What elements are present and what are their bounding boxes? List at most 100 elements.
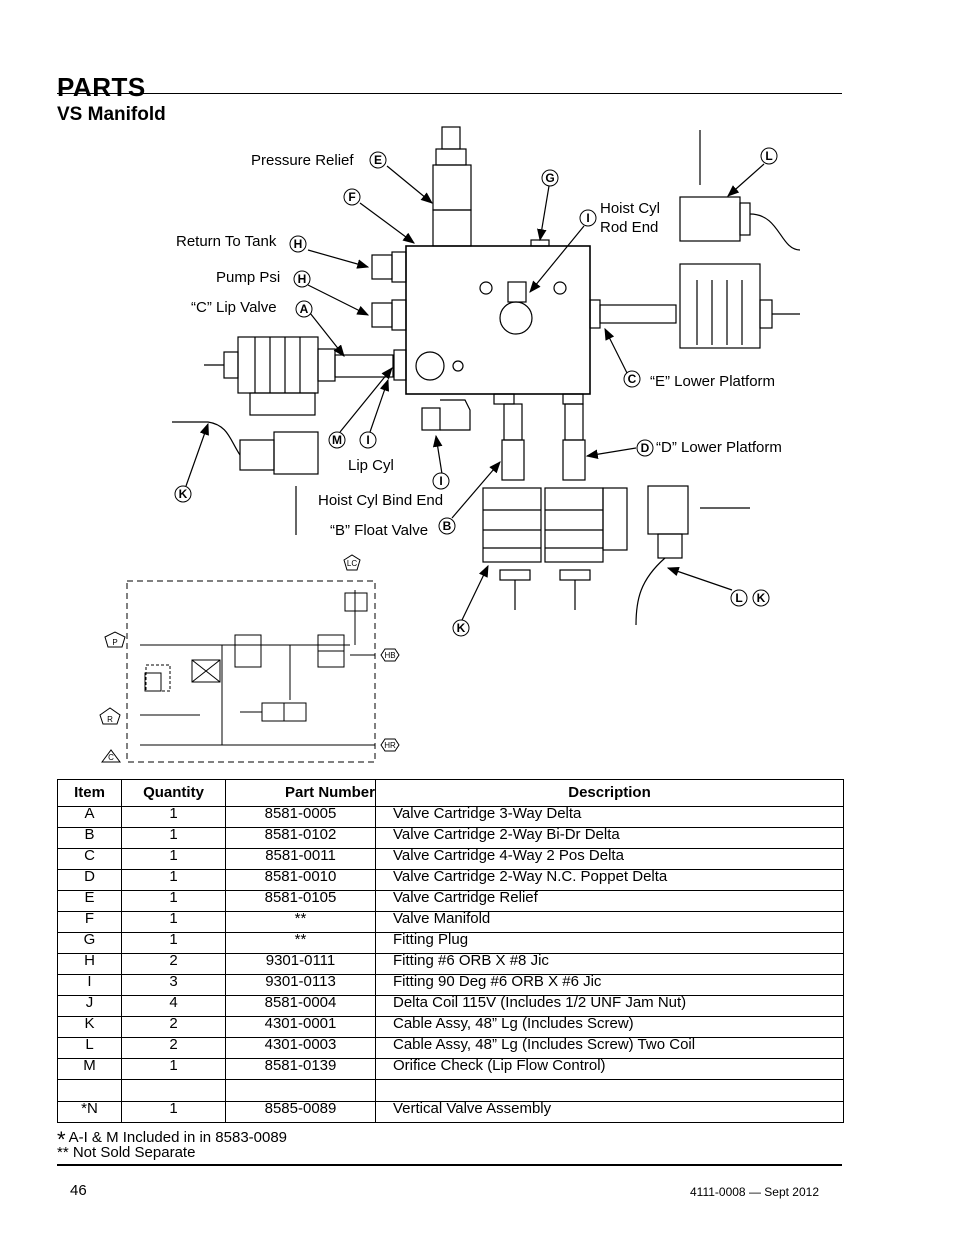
footnote-not-sold: ** Not Sold Separate (57, 1144, 196, 1161)
callout-circles: E F G I L H H A C M I D K I B L K K (174, 147, 778, 637)
cell-item: A (57, 806, 122, 828)
cell-quantity: 1 (121, 827, 226, 849)
cell-quantity: 2 (121, 1037, 226, 1059)
cell-part-number: 8581-0005 (225, 806, 376, 828)
cell-description: Valve Cartridge 4-Way 2 Pos Delta (375, 848, 844, 870)
cell-description: Cable Assy, 48” Lg (Includes Screw) Two … (375, 1037, 844, 1059)
cell-part-number: 8585-0089 (225, 1101, 376, 1123)
page-title: PARTS (57, 72, 146, 102)
callout-f: F (348, 190, 355, 204)
label-lip-cyl: Lip Cyl (348, 457, 394, 474)
label-e-lower-platform: “E” Lower Platform (650, 373, 775, 390)
cell-item: F (57, 911, 122, 933)
callout-m: M (332, 433, 342, 447)
schematic-p: P (112, 638, 117, 647)
section-subtitle: VS Manifold (57, 104, 166, 125)
callout-d: D (641, 441, 650, 455)
cell-item: *N (57, 1101, 122, 1123)
cell-quantity: 1 (121, 890, 226, 912)
hydraulic-schematic (99, 554, 400, 763)
schematic-c: C (108, 753, 114, 762)
cell-description: Valve Manifold (375, 911, 844, 933)
callout-l-top: L (765, 149, 772, 163)
cell-quantity: 4 (121, 995, 226, 1017)
footnote-star: * (57, 1127, 66, 1152)
cell-quantity: 1 (121, 911, 226, 933)
cell-part-number: 8581-0010 (225, 869, 376, 891)
cell-item: B (57, 827, 122, 849)
label-c-lip-valve: “C” Lip Valve (191, 299, 277, 316)
callout-k-left: K (179, 487, 188, 501)
callout-b: B (443, 519, 452, 533)
callout-a: A (300, 302, 309, 316)
table-header-row: Item Quantity Part Number Description (57, 779, 844, 807)
cell-description: Fitting Plug (375, 932, 844, 954)
schematic-labels: LC P R C HB HR (107, 559, 396, 762)
cell-item: E (57, 890, 122, 912)
cell-quantity: 1 (121, 848, 226, 870)
callout-i-rod: I (586, 211, 589, 225)
label-pump-psi: Pump Psi (216, 269, 280, 286)
cell-quantity: 1 (121, 1101, 226, 1123)
cell-part-number: ** (225, 911, 376, 933)
cell-quantity: 1 (121, 932, 226, 954)
cell-description: Orifice Check (Lip Flow Control) (375, 1058, 844, 1080)
cell-description: Valve Cartridge Relief (375, 890, 844, 912)
cell-description: Valve Cartridge 2-Way Bi-Dr Delta (375, 827, 844, 849)
cell-description (375, 1079, 844, 1102)
label-hoist-cyl-bind-end: Hoist Cyl Bind End (318, 492, 443, 509)
schematic-hb: HB (384, 651, 395, 660)
cell-item: K (57, 1016, 122, 1038)
cell-item: M (57, 1058, 122, 1080)
cell-description: Fitting 90 Deg #6 ORB X #6 Jic (375, 974, 844, 996)
cell-part-number: 8581-0102 (225, 827, 376, 849)
schematic-lc: LC (347, 559, 357, 568)
cell-quantity: 1 (121, 1058, 226, 1080)
cell-part-number: 9301-0111 (225, 953, 376, 975)
callout-k-right: K (757, 591, 766, 605)
schematic-r: R (107, 715, 113, 724)
callout-g: G (545, 171, 554, 185)
title-rule (57, 93, 842, 94)
callout-h-tank: H (294, 237, 303, 251)
cell-description: Valve Cartridge 3-Way Delta (375, 806, 844, 828)
cell-part-number: 9301-0113 (225, 974, 376, 996)
table-row (57, 1079, 844, 1102)
cell-quantity: 3 (121, 974, 226, 996)
cell-item: I (57, 974, 122, 996)
cell-quantity: 2 (121, 953, 226, 975)
label-hoist-cyl-rod-2: Rod End (600, 219, 658, 236)
cell-quantity: 2 (121, 1016, 226, 1038)
callout-e: E (374, 153, 382, 167)
cell-item: C (57, 848, 122, 870)
page-number: 46 (70, 1182, 87, 1199)
cell-description: Delta Coil 115V (Includes 1/2 UNF Jam Nu… (375, 995, 844, 1017)
cell-item: H (57, 953, 122, 975)
cell-description: Valve Cartridge 2-Way N.C. Poppet Delta (375, 869, 844, 891)
cell-description: Cable Assy, 48” Lg (Includes Screw) (375, 1016, 844, 1038)
document-id: 4111-0008 — Sept 2012 (690, 1185, 819, 1199)
cell-quantity (121, 1079, 226, 1102)
callout-h-pump: H (298, 272, 307, 286)
vs-manifold-diagram: E F G I L H H A C M I D K I B L K K (99, 126, 801, 763)
cell-part-number (225, 1079, 376, 1102)
footnote-included: *A-I & M Included in in 8583-0089 (57, 1122, 287, 1152)
cell-description: Fitting #6 ORB X #8 Jic (375, 953, 844, 975)
label-return-to-tank: Return To Tank (176, 233, 277, 250)
schematic-hr: HR (384, 741, 396, 750)
cell-part-number: 8581-0105 (225, 890, 376, 912)
manifold-drawing (172, 126, 801, 626)
label-b-float-valve: “B” Float Valve (330, 522, 428, 539)
callout-i-bind: I (439, 474, 442, 488)
label-d-lower-platform: “D” Lower Platform (656, 439, 782, 456)
